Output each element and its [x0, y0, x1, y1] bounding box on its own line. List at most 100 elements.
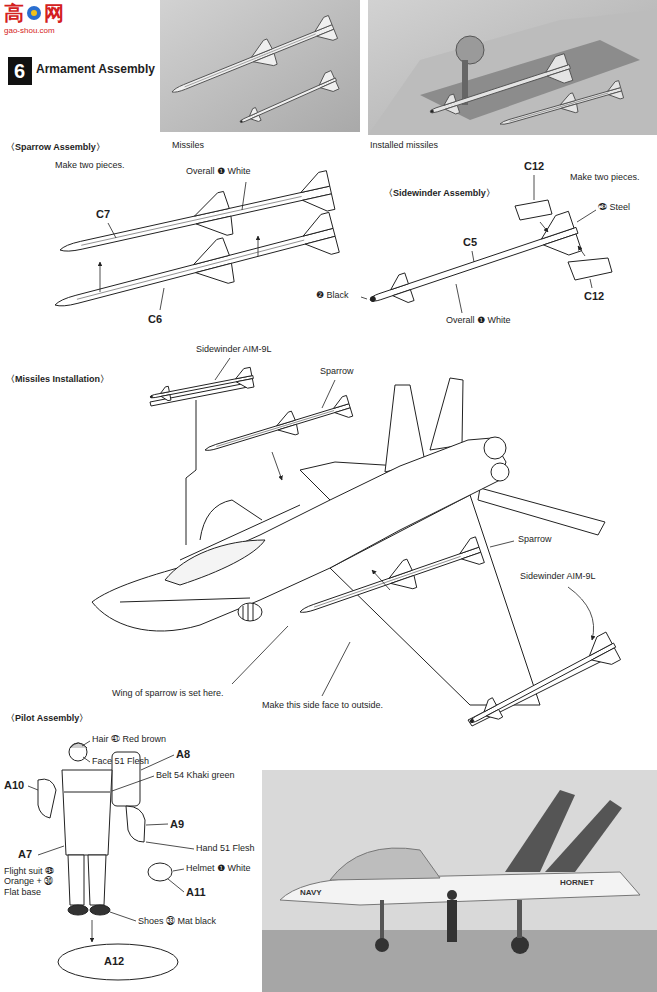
- aircraft-drawing-part: [165, 540, 265, 585]
- leader-lines-part: [361, 297, 367, 299]
- hornet-photo-part: [262, 930, 657, 992]
- note: Wing of sparrow is set here.: [112, 688, 224, 698]
- sub-heading: 〈Pilot Assembly〉: [6, 713, 88, 723]
- installed-missiles-part: [202, 394, 354, 461]
- leader-lines-part: [168, 879, 184, 892]
- installed-missiles-photo-part: [456, 36, 484, 64]
- hornet-photo: [262, 770, 657, 992]
- pilot-figure-part: [68, 905, 88, 915]
- pilot-figure-part: [148, 863, 172, 881]
- color-note: Face 51 Flesh: [92, 756, 149, 766]
- color-note: Hair ㊶ Red brown: [92, 734, 166, 744]
- leader-lines-part: [108, 223, 116, 238]
- hornet-photo-part: [380, 900, 384, 940]
- leader-lines-part: [83, 757, 90, 762]
- hornet-photo-part: [330, 848, 440, 880]
- color-note: Belt 54 Khaki green: [156, 770, 235, 780]
- watermark: gao-shou.com: [4, 26, 55, 35]
- leader-lines-part: [568, 587, 594, 640]
- leader-lines-part: [173, 869, 184, 871]
- leader-lines-part: [146, 824, 168, 825]
- photo-caption: Missiles: [172, 140, 204, 150]
- color-note: Shoes ㉝ Mat black: [138, 916, 216, 926]
- pilot-figure-part: [126, 806, 145, 842]
- leader-lines-part: [322, 642, 350, 696]
- leader-lines-part: [578, 246, 585, 256]
- pilot-figure-part: [68, 855, 84, 905]
- hornet-photo-part: [517, 900, 522, 938]
- photo-text: HORNET: [560, 878, 594, 887]
- section-title: Armament Assembly: [36, 63, 155, 77]
- aircraft-drawing-part: [180, 505, 300, 560]
- installed-missiles-photo-part: [426, 53, 624, 133]
- hornet-photo-part: [545, 800, 622, 872]
- watermark: 高: [4, 2, 24, 25]
- part-number: C6: [148, 313, 162, 326]
- sub-heading: 〈Sidewinder Assembly〉: [384, 188, 495, 198]
- color-note: Hand 51 Flesh: [196, 843, 255, 853]
- missiles-photo-part: [160, 0, 360, 132]
- sidewinder-parts-part: [515, 200, 552, 220]
- pilot-figure-part: [58, 944, 178, 980]
- aircraft-drawing-part: [484, 437, 506, 459]
- aircraft-drawing-part: [186, 400, 196, 545]
- color-note: Overall ❶ White: [186, 166, 251, 176]
- missiles-photo-part: [167, 14, 340, 131]
- installed-missiles-part: [295, 536, 485, 627]
- logo-mark: [27, 6, 41, 20]
- color-note: ❷ Black: [316, 290, 349, 300]
- leader-lines-part: [146, 842, 194, 849]
- part-number: A7: [18, 848, 32, 861]
- aircraft-drawing: [92, 378, 616, 726]
- installed-missiles: [148, 367, 622, 736]
- step-number: 6: [14, 61, 25, 81]
- missile-name: Sparrow: [320, 366, 354, 376]
- aircraft-drawing-part: [430, 378, 463, 450]
- leader-lines-part: [92, 920, 93, 942]
- note: Make two pieces.: [55, 160, 125, 170]
- installed-missiles-part: [463, 631, 622, 735]
- logo-mark-part: [27, 6, 41, 20]
- leader-lines-part: [490, 541, 514, 547]
- part-number: A11: [186, 886, 206, 899]
- color-note: Overall ❶ White: [446, 315, 511, 325]
- sparrow-parts-part: [49, 210, 340, 327]
- color-note: ㉘ Steel: [598, 202, 630, 212]
- missiles-photo: [160, 0, 360, 132]
- part-number: C7: [96, 208, 110, 221]
- part-number: C12: [524, 160, 544, 173]
- leader-lines-part: [540, 222, 548, 232]
- aircraft-drawing-part: [248, 604, 249, 621]
- pilot-figure-part: [38, 779, 56, 818]
- part-number: C5: [463, 236, 477, 249]
- aircraft-drawing-part: [238, 603, 262, 621]
- leader-lines-part: [160, 288, 164, 310]
- aircraft-drawing-part: [92, 438, 506, 631]
- leader-lines-part: [232, 626, 288, 684]
- installed-missiles-photo-part: [368, 0, 657, 135]
- leader-lines-part: [82, 741, 90, 746]
- leader-lines-part: [590, 279, 592, 288]
- photo-caption: Installed missiles: [370, 140, 438, 150]
- installed-missiles-photo-part-part: [497, 80, 624, 134]
- color-note: Helmet ❶ White: [186, 863, 251, 873]
- leader-lines-part: [456, 284, 462, 313]
- leader-lines-part: [38, 846, 64, 855]
- logo-mark-part: [31, 10, 37, 16]
- hornet-photo-part: [447, 890, 457, 900]
- leader-lines: [100, 182, 258, 310]
- hornet-photo-part: [375, 938, 389, 952]
- note: Make two pieces.: [570, 172, 640, 182]
- part-number: C12: [584, 290, 604, 303]
- sidewinder-parts-part: [568, 258, 612, 280]
- part-number: A9: [170, 818, 184, 831]
- leader-lines-part: [372, 570, 390, 590]
- aircraft-drawing-part: [200, 500, 262, 540]
- pilot-figure-part: [70, 743, 87, 748]
- leader-lines-part: [322, 380, 335, 408]
- hornet-photo-part: [511, 936, 529, 954]
- note: Make this side face to outside.: [262, 700, 383, 710]
- leader-lines: [215, 358, 594, 696]
- part-number: A12: [104, 955, 124, 968]
- leader-lines-part: [577, 210, 596, 222]
